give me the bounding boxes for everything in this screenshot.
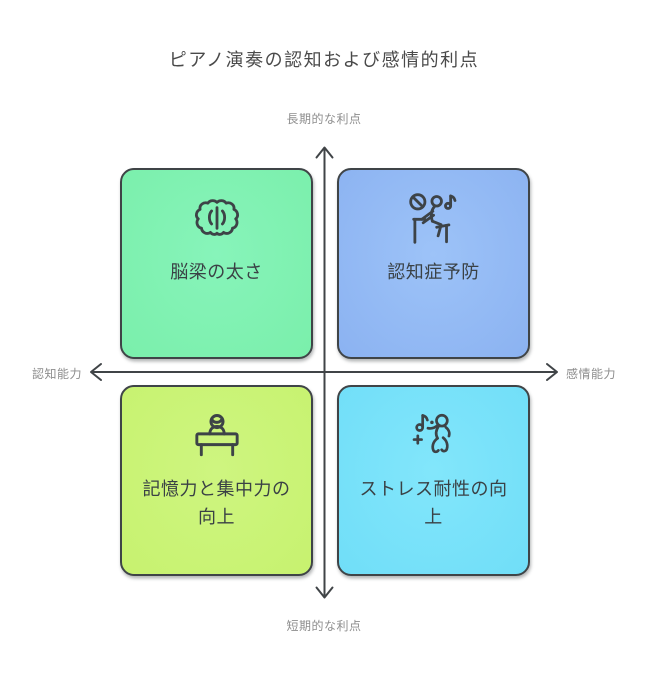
quadrant-label: 脳梁の太さ — [170, 262, 263, 282]
arrow-left-icon — [90, 363, 102, 381]
axis-label-short-term: 短期的な利点 — [286, 619, 362, 633]
person-at-desk-icon — [189, 407, 245, 463]
page-title: ピアノ演奏の認知および感情的利点 — [168, 50, 480, 70]
quadrant-bottom-left: 記憶力と集中力の向上 — [120, 385, 313, 576]
arrow-right-icon — [546, 363, 558, 381]
brain-icon — [191, 190, 243, 246]
axis-label-cognitive: 認知能力 — [31, 367, 82, 381]
axis-label-long-term: 長期的な利点 — [286, 112, 362, 126]
quadrant-top-left: 脳梁の太さ — [120, 168, 313, 359]
arrow-down-icon — [315, 586, 334, 599]
quadrant-bottom-right: ストレス耐性の向上 — [337, 385, 530, 576]
piano-player-icon — [407, 190, 461, 246]
dancing-person-icon — [407, 407, 461, 463]
axis-label-emotional: 感情能力 — [566, 367, 617, 381]
quadrant-label: 記憶力と集中力の向上 — [142, 479, 291, 527]
quadrant-label: ストレス耐性の向上 — [359, 479, 508, 527]
arrow-up-icon — [315, 146, 334, 159]
quadrant-top-right: 認知症予防 — [337, 168, 530, 359]
quadrant-label: 認知症予防 — [387, 262, 480, 282]
